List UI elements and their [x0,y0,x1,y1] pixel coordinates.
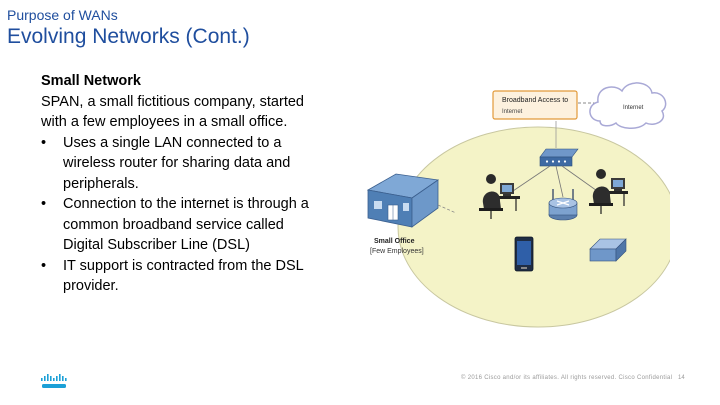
slide-supertitle: Purpose of WANs [7,7,118,23]
section-subhead: Small Network [41,73,141,89]
internet-cloud-icon: Internet [589,82,667,129]
office-sublabel: [Few Employees] [370,248,424,255]
page-number: 14 [678,375,685,381]
cisco-logo [41,374,67,388]
small-office-building-icon [366,173,440,228]
bullet-item: Connection to the internet is through a … [41,194,316,256]
workstation-user-icon [479,174,520,219]
wireless-router-icon [548,189,578,221]
mobile-phone-icon [514,236,534,272]
lan-link [509,165,551,194]
footer-copyright: © 2016 Cisco and/or its affiliates. All … [461,375,673,381]
slide-body: Small Network SPAN, a small fictitious c… [41,71,316,297]
lan-ellipse [397,126,670,328]
callout-title: Broadband Access to [502,97,568,104]
bullet-item: Uses a single LAN connected to a wireles… [41,133,316,195]
office-label: Small Office [374,238,415,245]
lan-link [555,165,564,198]
bullet-item: IT support is contracted from the DSL pr… [41,256,316,297]
cloud-label: Internet [623,105,644,111]
lan-link [561,165,601,194]
dsl-modem-icon [539,148,579,167]
callout-sub: Internet [502,109,523,115]
broadband-callout: Broadband Access to Internet [492,90,578,120]
slide-title: Evolving Networks (Cont.) [7,25,250,48]
printer-icon [589,238,627,262]
bullet-list: Uses a single LAN connected to a wireles… [41,133,316,297]
intro-text: SPAN, a small fictitious company, starte… [41,93,304,131]
workstation-user-icon [589,169,628,214]
small-network-diagram: Broadband Access to Internet Internet [366,82,670,328]
office-link-line [437,204,457,214]
